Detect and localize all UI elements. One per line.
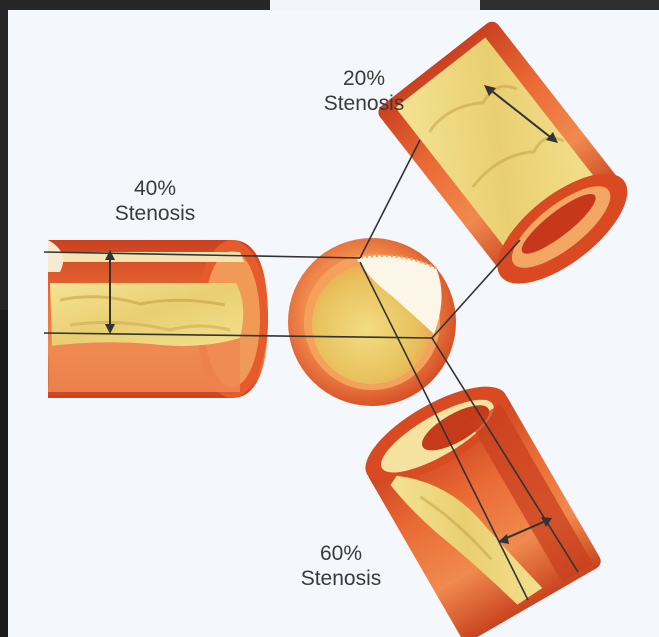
label-20-percent-stenosis: 20% Stenosis <box>305 66 423 116</box>
label-60-percent: 60% <box>282 541 400 566</box>
label-20-stenosis-word: Stenosis <box>305 91 423 116</box>
artery-cross-section <box>288 238 456 406</box>
artery-segment-40-percent <box>48 240 268 398</box>
label-40-percent: 40% <box>96 176 214 201</box>
label-60-percent-stenosis: 60% Stenosis <box>282 541 400 591</box>
label-60-stenosis-word: Stenosis <box>282 566 400 591</box>
label-40-percent-stenosis: 40% Stenosis <box>96 176 214 226</box>
label-40-stenosis-word: Stenosis <box>96 201 214 226</box>
label-20-percent: 20% <box>305 66 423 91</box>
artery-segment-60-percent <box>352 368 604 637</box>
